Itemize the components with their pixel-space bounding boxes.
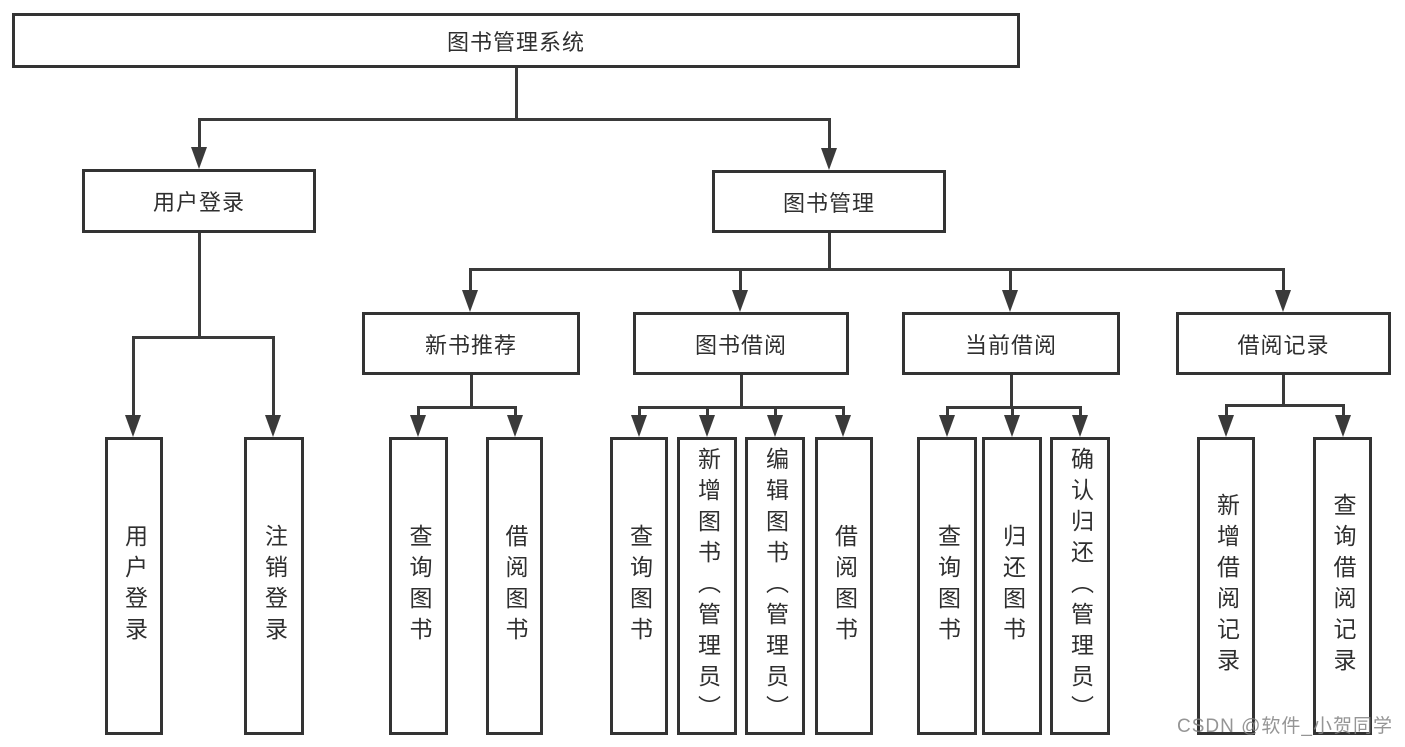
node-new-book-recommend-label: 新书推荐 (424, 332, 517, 358)
connector-vline (1079, 406, 1082, 417)
node-library-system-label: 图书管理系统 (446, 29, 585, 55)
node-leaf-query-books-2: 查询图书 (610, 437, 668, 735)
arrowhead-down-icon (1072, 415, 1088, 437)
connector-vline (828, 233, 831, 271)
connector-hline (638, 406, 845, 409)
arrowhead-down-icon (125, 415, 141, 437)
node-leaf-logout: 注销登录 (244, 437, 304, 735)
node-leaf-borrow-books-2-label: 借阅图书 (831, 524, 858, 648)
node-leaf-add-borrow-record-label: 新增借阅记录 (1213, 493, 1240, 679)
arrowhead-down-icon (410, 415, 426, 437)
connector-vline (272, 336, 275, 416)
arrowhead-down-icon (1335, 415, 1351, 437)
node-current-borrowing-label: 当前借阅 (964, 332, 1057, 358)
connector-vline (132, 336, 135, 416)
node-leaf-add-book-admin: 新增图书（管理员） (677, 437, 737, 735)
arrowhead-down-icon (1218, 415, 1234, 437)
connector-vline (946, 406, 949, 417)
node-leaf-borrow-books-1: 借阅图书 (486, 437, 543, 735)
node-leaf-query-books-1: 查询图书 (389, 437, 448, 735)
connector-vline (740, 375, 743, 408)
arrowhead-down-icon (265, 415, 281, 437)
connector-vline (1010, 375, 1013, 408)
node-leaf-logout-label: 注销登录 (261, 524, 288, 648)
arrowhead-down-icon (191, 147, 207, 169)
connector-vline (514, 406, 517, 417)
connector-vline (638, 406, 641, 417)
connector-vline (470, 375, 473, 408)
connector-vline (417, 406, 420, 417)
node-leaf-confirm-return-admin-label: 确认归还（管理员） (1067, 446, 1094, 726)
connector-hline (198, 118, 831, 121)
node-leaf-return-books-label: 归还图书 (999, 524, 1026, 648)
arrowhead-down-icon (835, 415, 851, 437)
arrowhead-down-icon (631, 415, 647, 437)
node-current-borrowing: 当前借阅 (902, 312, 1120, 375)
csdn-watermark: CSDN @软件_小贺同学 (1177, 716, 1393, 737)
arrowhead-down-icon (732, 290, 748, 312)
node-user-login-label: 用户登录 (152, 190, 245, 215)
connector-vline (515, 68, 518, 119)
arrowhead-down-icon (699, 415, 715, 437)
arrowhead-down-icon (507, 415, 523, 437)
connector-vline (1282, 375, 1285, 406)
connector-vline (842, 406, 845, 417)
node-leaf-add-book-admin-label: 新增图书（管理员） (694, 446, 721, 726)
arrowhead-down-icon (462, 290, 478, 312)
node-leaf-confirm-return-admin: 确认归还（管理员） (1050, 437, 1110, 735)
connector-vline (1282, 268, 1285, 292)
connector-vline (1225, 404, 1228, 417)
connector-vline (469, 268, 472, 292)
connector-vline (739, 268, 742, 292)
node-leaf-query-books-3: 查询图书 (917, 437, 977, 735)
connector-hline (417, 406, 517, 409)
node-leaf-query-books-1-label: 查询图书 (406, 524, 432, 648)
node-leaf-query-books-2-label: 查询图书 (626, 524, 653, 648)
node-leaf-add-borrow-record: 新增借阅记录 (1197, 437, 1255, 735)
node-leaf-borrow-books-2: 借阅图书 (815, 437, 873, 735)
arrowhead-down-icon (1275, 290, 1291, 312)
connector-hline (469, 268, 1285, 271)
node-library-system: 图书管理系统 (12, 13, 1020, 68)
node-new-book-recommend: 新书推荐 (362, 312, 580, 375)
node-user-login: 用户登录 (82, 169, 316, 233)
connector-vline (198, 118, 201, 148)
node-book-borrowing: 图书借阅 (633, 312, 849, 375)
node-leaf-edit-book-admin-label: 编辑图书（管理员） (762, 446, 789, 726)
node-leaf-query-books-3-label: 查询图书 (934, 524, 961, 648)
connector-vline (828, 118, 831, 148)
connector-vline (1342, 404, 1345, 417)
node-leaf-return-books: 归还图书 (982, 437, 1042, 735)
node-book-management: 图书管理 (712, 170, 946, 233)
connector-vline (1011, 406, 1014, 417)
node-leaf-user-login-label: 用户登录 (121, 524, 148, 648)
connector-vline (774, 406, 777, 417)
connector-hline (1225, 404, 1345, 407)
node-book-management-label: 图书管理 (782, 190, 875, 216)
node-leaf-borrow-books-1-label: 借阅图书 (502, 524, 528, 648)
node-leaf-user-login: 用户登录 (105, 437, 163, 735)
arrowhead-down-icon (939, 415, 955, 437)
arrowhead-down-icon (1004, 415, 1020, 437)
arrowhead-down-icon (1002, 290, 1018, 312)
node-borrowing-records: 借阅记录 (1176, 312, 1391, 375)
connector-hline (132, 336, 274, 339)
connector-vline (706, 406, 709, 417)
arrowhead-down-icon (821, 148, 837, 170)
node-leaf-query-borrow-record: 查询借阅记录 (1313, 437, 1372, 735)
connector-vline (1009, 268, 1012, 292)
node-leaf-edit-book-admin: 编辑图书（管理员） (745, 437, 805, 735)
node-leaf-query-borrow-record-label: 查询借阅记录 (1330, 493, 1356, 679)
node-borrowing-records-label: 借阅记录 (1237, 332, 1330, 358)
connector-vline (198, 233, 201, 338)
node-book-borrowing-label: 图书借阅 (694, 332, 787, 358)
arrowhead-down-icon (767, 415, 783, 437)
